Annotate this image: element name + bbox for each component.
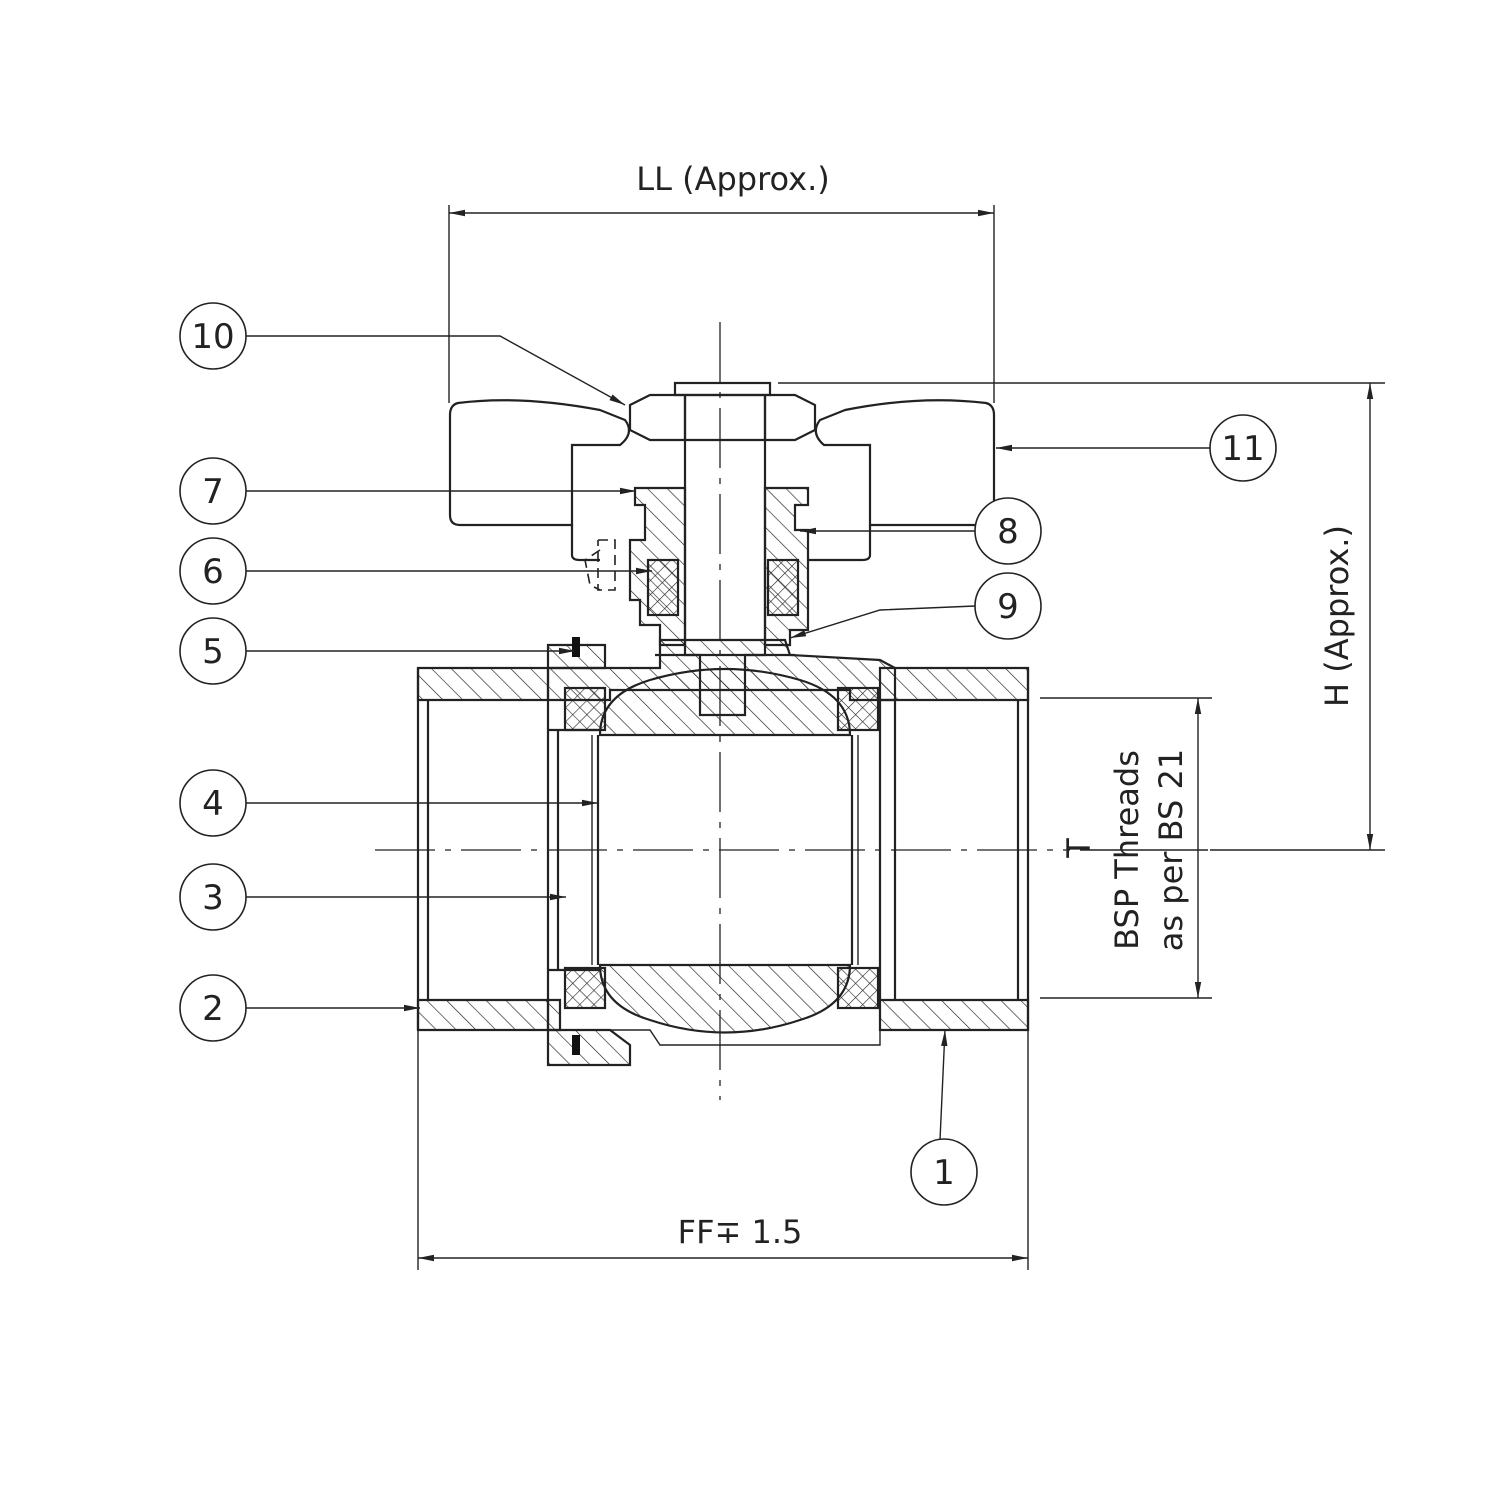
callout-6: 6 — [179, 537, 247, 605]
dimension-ff: FF∓ 1.5 — [417, 1030, 1029, 1270]
dimension-h: H (Approx.) — [778, 382, 1385, 851]
o-rings — [572, 637, 580, 1055]
callout-5: 5 — [179, 617, 247, 685]
svg-text:7: 7 — [202, 472, 224, 512]
callout-1: 1 — [910, 1138, 978, 1206]
thread-label-line2: as per BS 21 — [1152, 749, 1190, 951]
stem — [655, 395, 795, 717]
callout-2: 2 — [179, 974, 247, 1042]
ball — [591, 667, 859, 1034]
leader-lines — [246, 335, 1210, 1141]
center-lines — [375, 322, 1208, 1100]
callout-10: 10 — [179, 302, 247, 370]
callout-7: 7 — [179, 457, 247, 525]
svg-text:8: 8 — [997, 512, 1019, 552]
svg-text:6: 6 — [202, 552, 224, 592]
callout-9: 9 — [974, 572, 1042, 640]
svg-text:11: 11 — [1221, 429, 1264, 469]
callout-3: 3 — [179, 863, 247, 931]
svg-text:9: 9 — [997, 587, 1019, 627]
svg-text:10: 10 — [191, 317, 234, 357]
svg-text:5: 5 — [202, 632, 224, 672]
svg-text:2: 2 — [202, 989, 224, 1029]
callout-11: 11 — [1209, 414, 1277, 482]
ff-label: FF∓ 1.5 — [678, 1213, 803, 1251]
callout-8: 8 — [974, 497, 1042, 565]
gland — [584, 486, 810, 647]
ll-label: LL (Approx.) — [636, 160, 829, 198]
t-label: T — [1060, 838, 1098, 859]
dimension-ll: LL (Approx.) — [448, 160, 995, 403]
h-label: H (Approx.) — [1318, 525, 1356, 707]
svg-text:3: 3 — [202, 878, 224, 918]
callout-4: 4 — [179, 769, 247, 837]
seats — [563, 686, 880, 1010]
svg-text:4: 4 — [202, 784, 224, 824]
butterfly-handle — [448, 381, 996, 562]
svg-text:1: 1 — [933, 1153, 955, 1193]
dimension-thread: T BSP Threads as per BS 21 — [1040, 697, 1212, 999]
thread-label-line1: BSP Threads — [1108, 750, 1146, 950]
